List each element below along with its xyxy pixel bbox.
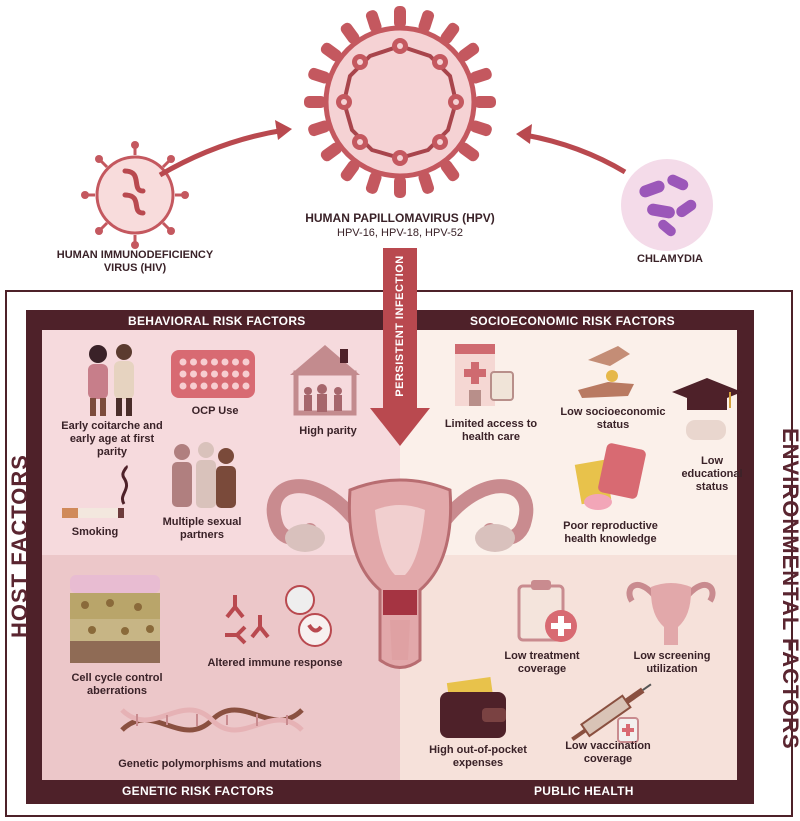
high-parity-label: High parity [299,425,357,437]
hpv-types: HPV-16, HPV-18, HPV-52 [337,227,463,239]
low-treatment-label: Low treatment coverage [504,650,580,675]
house-family-icon [290,345,360,416]
polymorphisms-label: Genetic polymorphisms and mutations [118,758,322,770]
poor-knowledge-label: Poor reproductive health knowledge [563,520,658,545]
ocp-pack-icon [171,350,255,398]
hpv-virus-icon [304,6,496,198]
cell-cycle-label: Cell cycle control aberrations [71,672,163,697]
hpv-title: HUMAN PAPILLOMAVIRUS (HPV) [305,211,495,225]
low-screening-label: Low screening utilization [633,650,711,675]
genetic-title: GENETIC RISK FACTORS [122,784,274,798]
hiv-label-line1: HUMAN IMMUNODEFICIENCY [56,249,214,261]
contraceptive-items-icon [574,443,646,510]
syringe-icon [571,683,652,743]
socioeconomic-title: SOCIOECONOMIC RISK FACTORS [470,314,675,328]
early-coitarche-label: Early coitarche and early age at first p… [61,420,163,458]
limited-access-label: Limited access to health care [444,418,538,443]
persistent-infection-label: PERSISTENT INFECTION [394,255,406,397]
persistent-infection-arrow [370,248,430,446]
screening-uterus-icon [626,581,716,645]
hiv-label-line2: VIRUS (HIV) [103,262,167,274]
host-factors-label: HOST FACTORS [7,454,32,638]
uterus-icon [266,478,534,669]
multiple-partners-label: Multiple sexual partners [162,516,242,541]
environmental-factors-label: ENVIRONMENTAL FACTORS [778,428,800,750]
couple-icon [88,344,134,416]
graduation-cap-icon [672,378,742,440]
clinic-icon [455,344,514,406]
hiv-to-hpv-arrow [158,120,627,178]
cell-layers-icon [70,575,160,663]
behavioral-title: BEHAVIORAL RISK FACTORS [128,314,306,328]
public-health-title: PUBLIC HEALTH [534,784,634,798]
chlamydia-icon [621,159,713,251]
low-ses-label: Low socioeconomic status [560,406,666,431]
hiv-virus-icon [81,141,189,249]
chlamydia-label: CHLAMYDIA [637,253,703,265]
low-vaccination-label: Low vaccination coverage [565,740,651,765]
multiple-partners-icon [172,442,236,508]
antibodies-icon [225,585,332,647]
dna-strand-icon [120,707,304,733]
clipboard-plus-icon [517,580,577,642]
cigarette-icon [62,464,129,518]
ocp-label: OCP Use [191,405,239,417]
smoking-label: Smoking [71,526,119,538]
immune-label: Altered immune response [207,657,343,669]
wallet-icon [440,677,506,738]
low-education-label: Low educational status [681,455,743,493]
giving-hands-icon [578,346,634,398]
out-of-pocket-label: High out-of-pocket expenses [429,744,527,769]
